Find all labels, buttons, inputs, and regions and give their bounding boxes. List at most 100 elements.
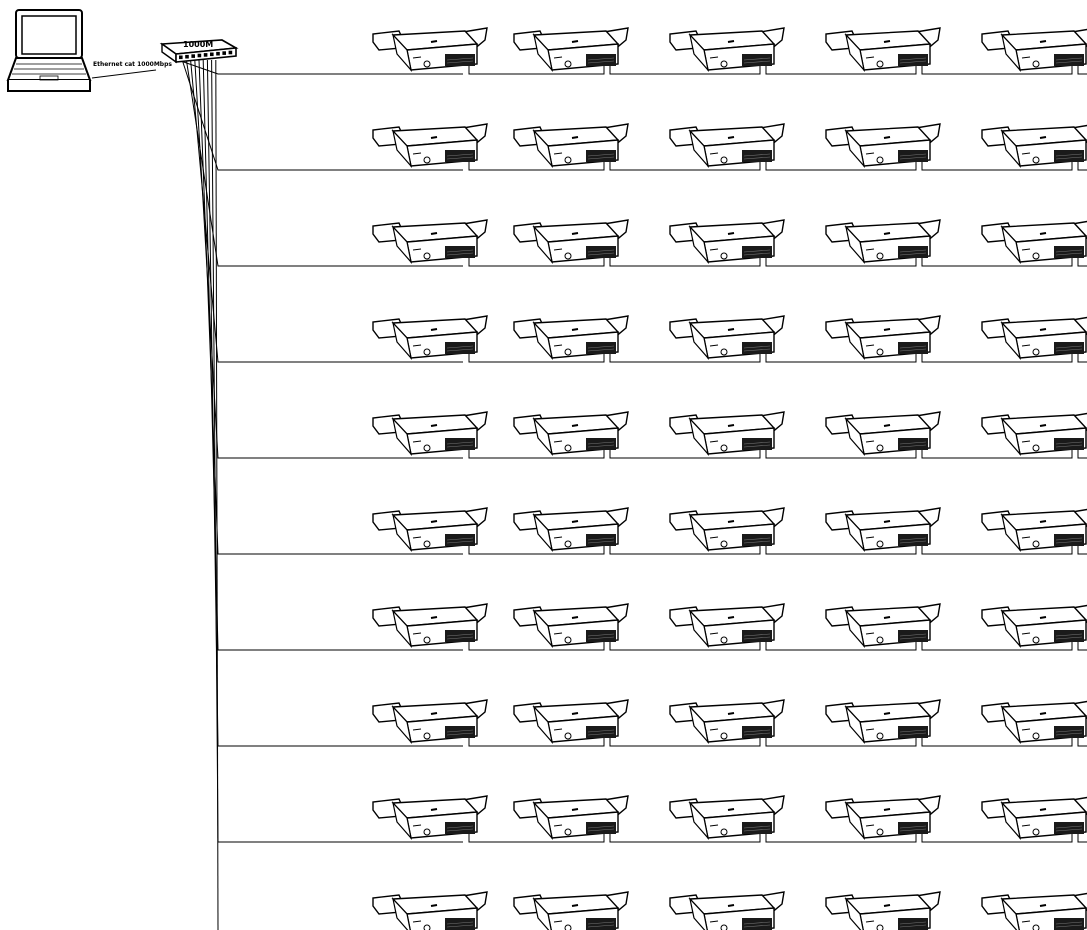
- chain-link: [609, 834, 761, 843]
- chain-link: [765, 354, 917, 363]
- rack-unit-icon: [669, 699, 785, 743]
- switch-label: 1000M: [183, 40, 213, 49]
- rack-unit-icon: [981, 27, 1087, 71]
- rack-unit-icon: [669, 411, 785, 455]
- chain-link: [609, 546, 761, 555]
- rack-unit-icon: [372, 507, 488, 551]
- rack-unit-icon: [981, 219, 1087, 263]
- rack-unit-icon: [669, 603, 785, 647]
- chain-link: [468, 66, 605, 75]
- chain-link: [765, 162, 917, 171]
- chain-link: [765, 66, 917, 75]
- row-feed-cable: [198, 59, 463, 555]
- rack-unit-icon: [669, 795, 785, 839]
- chain-link: [765, 450, 917, 459]
- rack-unit-icon: [825, 219, 941, 263]
- chain-link: [765, 642, 917, 651]
- rack-unit-icon: [372, 27, 488, 71]
- chain-link: [609, 450, 761, 459]
- rack-unit-icon: [669, 315, 785, 359]
- chain-link: [609, 642, 761, 651]
- chain-link: [921, 834, 1073, 843]
- chain-link: [609, 258, 761, 267]
- row-feed-cable: [190, 59, 463, 363]
- chain-link: [468, 546, 605, 555]
- chain-link: [1077, 546, 1087, 555]
- chain-link: [468, 834, 605, 843]
- rack-unit-icon: [825, 795, 941, 839]
- switch-port: [203, 53, 208, 57]
- rack-unit-icon: [513, 699, 629, 743]
- rack-unit-icon: [981, 699, 1087, 743]
- rack-unit-icon: [825, 27, 941, 71]
- rack-unit-icon: [513, 123, 629, 167]
- rack-unit-icon: [825, 603, 941, 647]
- daisy-chain-links: [468, 66, 1087, 843]
- chain-link: [468, 162, 605, 171]
- rack-unit-icon: [372, 891, 488, 930]
- chain-link: [921, 642, 1073, 651]
- network-switch-icon: [159, 39, 239, 64]
- chain-link: [921, 738, 1073, 747]
- rack-unit-icon: [825, 315, 941, 359]
- rack-unit-icon: [513, 27, 629, 71]
- rack-unit-icon: [981, 315, 1087, 359]
- chain-link: [765, 738, 917, 747]
- rack-unit-icon: [513, 507, 629, 551]
- rack-unit-icon: [825, 891, 941, 930]
- rack-unit-icon: [372, 795, 488, 839]
- row-feed-cable: [202, 59, 463, 651]
- rack-unit-icon: [825, 123, 941, 167]
- chain-link: [1077, 66, 1087, 75]
- chain-link: [765, 258, 917, 267]
- rack-unit-icon: [513, 315, 629, 359]
- rack-unit-icon: [669, 507, 785, 551]
- rack-unit-icon: [669, 123, 785, 167]
- chain-link: [609, 162, 761, 171]
- rack-unit-icon: [981, 123, 1087, 167]
- switch-port: [222, 51, 226, 55]
- row-feed-cable: [194, 59, 463, 459]
- chain-link: [921, 354, 1073, 363]
- switch-port: [210, 52, 214, 57]
- chain-link: [921, 162, 1073, 171]
- rack-unit-icon: [513, 891, 629, 930]
- rack-unit-icon: [372, 603, 488, 647]
- chain-link: [468, 738, 605, 747]
- switch-port: [228, 50, 233, 55]
- chain-link: [1077, 258, 1087, 267]
- switch-port: [185, 54, 189, 59]
- rack-unit-icon: [669, 891, 785, 930]
- chain-link: [609, 66, 761, 75]
- switch-port: [197, 53, 202, 58]
- chain-link: [468, 258, 605, 267]
- chain-link: [1077, 354, 1087, 363]
- chain-link: [1077, 738, 1087, 747]
- chain-link: [1077, 450, 1087, 459]
- rack-unit-icon: [372, 123, 488, 167]
- rack-unit-icon: [372, 219, 488, 263]
- rack-unit-icon: [825, 699, 941, 743]
- switch-port: [191, 54, 195, 58]
- rack-unit-icon: [372, 315, 488, 359]
- rack-unit-icon: [825, 411, 941, 455]
- rack-unit-icon: [513, 411, 629, 455]
- chain-link: [1077, 642, 1087, 651]
- chain-link: [1077, 162, 1087, 171]
- rack-unit-icon: [981, 507, 1087, 551]
- rack-unit-icon: [372, 411, 488, 455]
- row-feed-cable: [215, 59, 219, 930]
- rack-unit-icon: [513, 219, 629, 263]
- laptop-icon: [6, 9, 92, 92]
- rack-unit-icon: [513, 603, 629, 647]
- chain-link: [468, 354, 605, 363]
- rack-unit-icon: [981, 795, 1087, 839]
- chain-link: [765, 546, 917, 555]
- chain-link: [1077, 834, 1087, 843]
- rack-unit-icon: [981, 411, 1087, 455]
- laptop-link-label: Ethernet cat 1000Mbps: [93, 61, 172, 68]
- rack-unit-icon: [513, 795, 629, 839]
- chain-link: [921, 546, 1073, 555]
- rack-unit-icon: [669, 219, 785, 263]
